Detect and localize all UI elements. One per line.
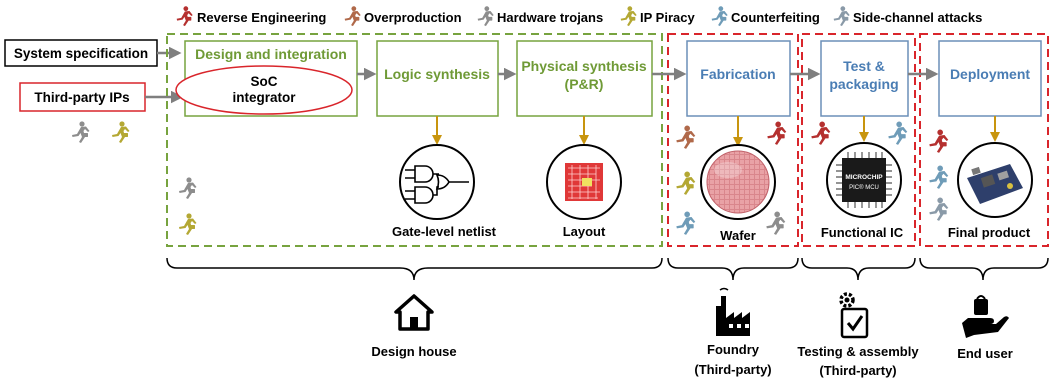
reverse-engineering-icon xyxy=(929,129,949,153)
logic-synthesis-box xyxy=(376,40,499,117)
fabrication-box xyxy=(686,40,791,117)
ip-piracy-icon xyxy=(620,6,637,27)
product-board-image xyxy=(957,142,1033,218)
final-product-label: Final product xyxy=(948,225,1031,240)
wafer-label: Wafer xyxy=(720,228,756,243)
legend-item-overproduction: Overproduction xyxy=(344,6,462,27)
hardware-trojans-icon xyxy=(72,121,90,143)
deployment-box xyxy=(938,40,1042,117)
third-party-ips-label: Third-party IPs xyxy=(34,90,129,105)
hand-bag-icon xyxy=(962,295,1009,338)
design-house-brace xyxy=(166,257,663,281)
foundry-label-line2: (Third-party) xyxy=(694,362,771,377)
soc-integrator-line2: integrator xyxy=(232,90,296,105)
test-packaging-box xyxy=(820,40,909,117)
end-user-region xyxy=(919,33,1049,247)
chip-image: MICROCHIP PIC® MCU xyxy=(826,142,902,218)
layout-label: Layout xyxy=(563,224,606,239)
counterfeiting-icon xyxy=(676,211,696,235)
legend-label: Hardware trojans xyxy=(497,10,603,25)
checklist-gear-icon xyxy=(839,292,869,339)
legend-item-reverse-engineering: Reverse Engineering xyxy=(176,6,326,27)
hardware-trojans-icon xyxy=(766,211,786,235)
layout-image xyxy=(546,144,622,220)
fabrication-label: Fabrication xyxy=(700,66,775,82)
hardware-trojans-icon xyxy=(477,6,494,27)
legend: Reverse Engineering Overproduction Hardw… xyxy=(176,6,982,27)
reverse-engineering-icon xyxy=(767,121,787,145)
physical-synthesis-line1: Physical synthesis xyxy=(521,58,647,74)
legend-item-hardware-trojans: Hardware trojans xyxy=(477,6,603,27)
design-house-region xyxy=(166,33,663,247)
legend-item-counterfeiting: Counterfeiting xyxy=(711,6,820,27)
chip-model-text: PIC® MCU xyxy=(849,184,879,191)
logic-synthesis-label: Logic synthesis xyxy=(384,66,490,82)
design-integration-label: Design and integration xyxy=(195,46,347,62)
foundry-region xyxy=(667,33,799,247)
legend-label: IP Piracy xyxy=(640,10,695,25)
house-icon xyxy=(394,294,434,331)
overproduction-icon xyxy=(344,6,361,27)
reverse-engineering-icon xyxy=(811,121,831,145)
testing-label-line1: Testing & assembly xyxy=(797,344,919,359)
design-house-label: Design house xyxy=(371,344,456,359)
legend-label: Side-channel attacks xyxy=(853,10,982,25)
chip-brand-text: MICROCHIP xyxy=(845,174,883,181)
third-party-ips-box xyxy=(19,82,146,112)
ip-piracy-icon xyxy=(676,171,696,195)
testing-brace xyxy=(801,257,916,281)
counterfeiting-icon xyxy=(929,165,949,189)
end-user-label: End user xyxy=(957,346,1013,361)
soc-integrator-line1: SoC xyxy=(251,74,278,89)
physical-synthesis-line2: (P&R) xyxy=(565,76,604,92)
reverse-engineering-icon xyxy=(176,6,193,27)
legend-label: Reverse Engineering xyxy=(197,10,326,25)
wafer-image xyxy=(700,144,776,220)
netlist-label: Gate-level netlist xyxy=(392,224,497,239)
test-packaging-line1: Test & xyxy=(843,58,885,74)
overproduction-icon xyxy=(676,125,696,149)
ip-piracy-icon xyxy=(179,213,197,235)
foundry-brace xyxy=(667,257,799,281)
end-user-brace xyxy=(919,257,1049,281)
counterfeiting-icon xyxy=(711,6,728,27)
deployment-label: Deployment xyxy=(950,66,1030,82)
legend-label: Counterfeiting xyxy=(731,10,820,25)
gate-netlist-image xyxy=(399,144,475,220)
legend-label: Overproduction xyxy=(364,10,462,25)
testing-label-line2: (Third-party) xyxy=(819,363,896,378)
side-channel-icon xyxy=(833,6,850,27)
physical-synthesis-box xyxy=(516,40,653,117)
counterfeiting-icon xyxy=(888,121,908,145)
hardware-trojans-icon xyxy=(179,177,197,199)
foundry-label-line1: Foundry xyxy=(707,342,760,357)
legend-item-side-channel: Side-channel attacks xyxy=(833,6,982,27)
legend-item-ip-piracy: IP Piracy xyxy=(620,6,695,27)
soc-integrator-ellipse xyxy=(175,65,353,115)
factory-icon xyxy=(716,287,750,336)
ip-piracy-icon xyxy=(112,121,130,143)
testing-region xyxy=(801,33,916,247)
system-specification-label: System specification xyxy=(14,46,148,61)
test-packaging-line2: packaging xyxy=(829,76,898,92)
side-channel-icon xyxy=(929,197,949,221)
functional-ic-label: Functional IC xyxy=(821,225,904,240)
system-specification-box xyxy=(4,39,158,67)
